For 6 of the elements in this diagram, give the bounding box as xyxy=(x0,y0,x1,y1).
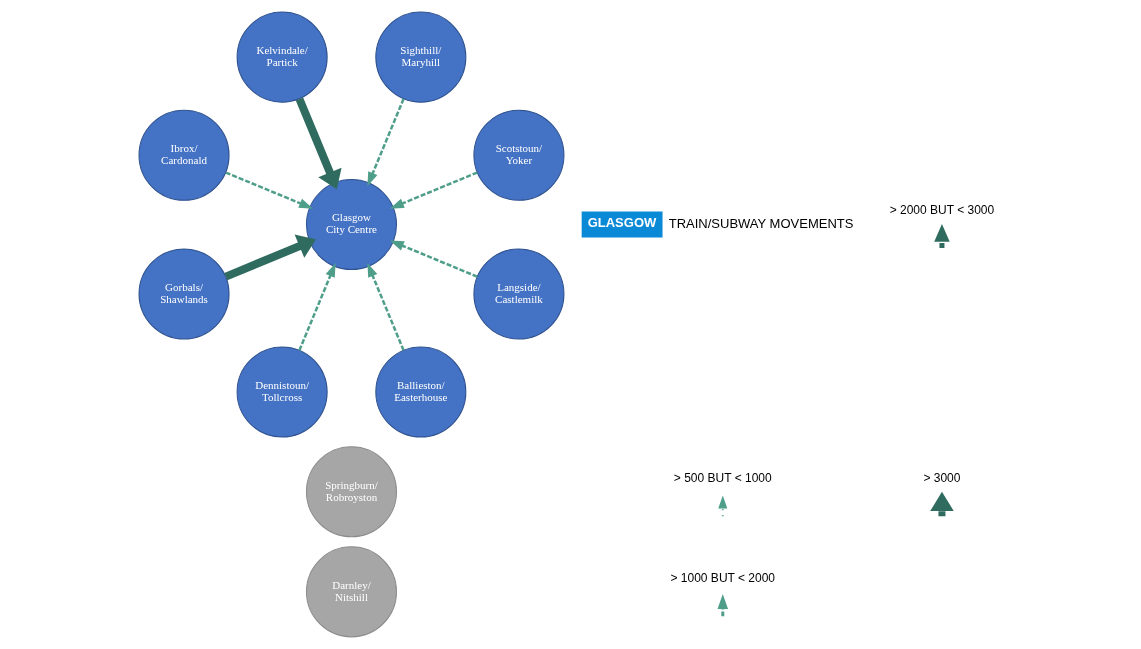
label: TRAIN/SUBWAY MOVEMENTS xyxy=(668,215,854,231)
legend-label: > 2000 BUT < 3000 xyxy=(889,202,995,217)
legend-label: > 1000 BUT < 2000 xyxy=(670,571,776,586)
label: GLASGOW xyxy=(587,214,657,230)
legend-label: > 3000 xyxy=(923,471,961,486)
legend-label: > 500 BUT < 1000 xyxy=(673,471,772,486)
